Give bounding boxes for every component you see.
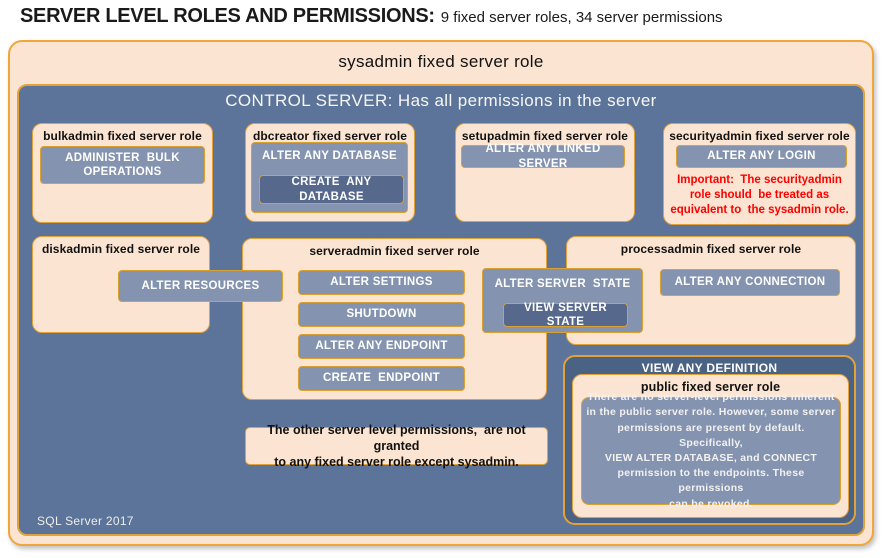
dbcreator-role-label: dbcreator fixed server role [252, 129, 408, 143]
permission-alter-any-connection: ALTER ANY CONNECTION [660, 269, 840, 296]
page-title: SERVER LEVEL ROLES AND PERMISSIONS: 9 fix… [20, 5, 723, 28]
control-server-label: CONTROL SERVER: Has all permissions in t… [225, 91, 657, 110]
public-role-description-box: There are no server-level permissions in… [581, 391, 841, 510]
other-permissions-note: The other server level permissions, are … [245, 423, 548, 469]
public-role-description-text: There are no server-level permissions in… [586, 391, 836, 510]
permission-alter-resources: ALTER RESOURCES [118, 270, 283, 302]
permission-view-server-state: VIEW SERVER STATE [503, 302, 628, 328]
page-title-main: SERVER LEVEL ROLES AND PERMISSIONS: [20, 5, 435, 27]
permission-alter-any-login: ALTER ANY LOGIN [676, 145, 847, 168]
bulkadmin-role-label: bulkadmin fixed server role [43, 129, 202, 143]
diskadmin-role-label: diskadmin fixed server role [41, 242, 201, 256]
permission-create-any-database: CREATE ANY DATABASE [259, 175, 404, 204]
permission-alter-any-linked-server: ALTER ANY LINKED SERVER [461, 143, 625, 170]
permission-alter-settings: ALTER SETTINGS [298, 270, 465, 295]
sql-server-version-label: SQL Server 2017 [37, 514, 134, 528]
permission-shutdown: SHUTDOWN [298, 302, 465, 327]
public-role-label: public fixed server role [640, 380, 781, 394]
setupadmin-role-label: setupadmin fixed server role [461, 129, 629, 143]
permission-alter-any-endpoint: ALTER ANY ENDPOINT [298, 334, 465, 359]
setupadmin-role-box: setupadmin fixed server role [455, 123, 635, 222]
securityadmin-role-label: securityadmin fixed server role [669, 129, 850, 143]
serveradmin-role-label: serveradmin fixed server role [309, 244, 480, 258]
page-title-sub: 9 fixed server roles, 34 server permissi… [440, 9, 723, 26]
permission-administer-bulk-operations: ADMINISTER BULK OPERATIONS [40, 146, 205, 184]
view-any-definition-label: VIEW ANY DEFINITION [641, 361, 778, 375]
permission-create-endpoint: CREATE ENDPOINT [298, 366, 465, 391]
sysadmin-role-label: sysadmin fixed server role [338, 52, 544, 71]
processadmin-role-label: processadmin fixed server role [620, 242, 802, 256]
securityadmin-role-box: securityadmin fixed server role [663, 123, 856, 225]
securityadmin-warning-note: Important: The securityadmin role should… [670, 174, 849, 216]
